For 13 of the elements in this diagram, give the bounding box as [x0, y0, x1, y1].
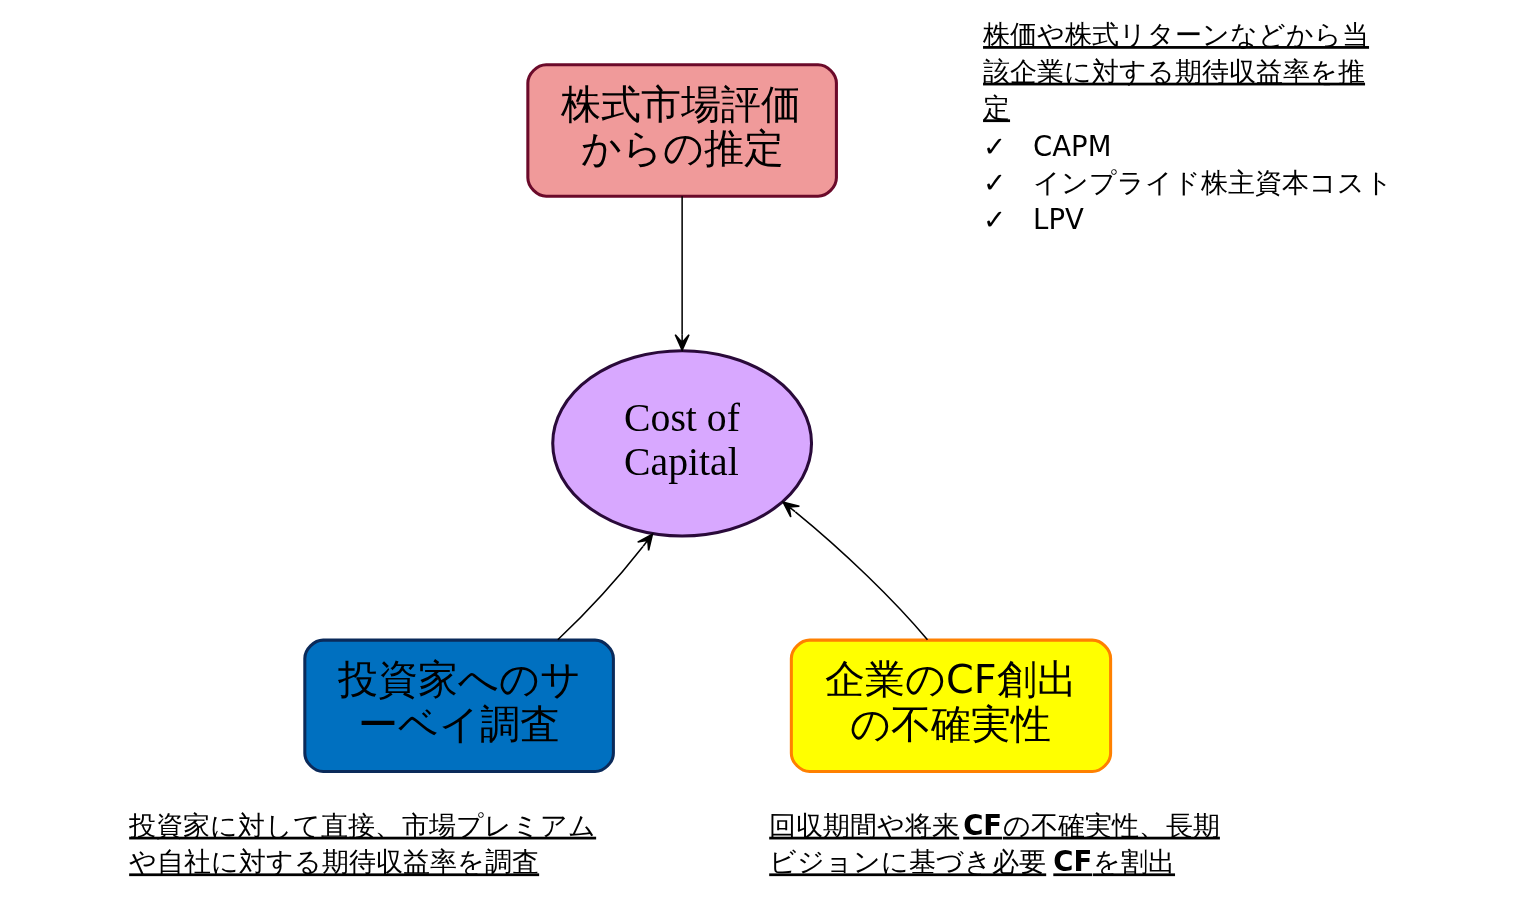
- node-box: 投資家へのサーベイ調査: [302, 638, 615, 773]
- node-label: 投資家に対して直接、市場プレミアムや自社に対する期待収益率を調査: [128, 808, 596, 878]
- node-label: 株価や株式リターンなどから当該企業に対する期待収益率を推定: [982, 18, 1369, 124]
- arrow: [781, 501, 928, 641]
- node-label: ✓ LPV: [982, 202, 1084, 235]
- node-box: 株式市場評価からの推定: [525, 63, 838, 198]
- arrow: [556, 533, 653, 641]
- node-box: 企業のCF創出の不確実性: [789, 638, 1112, 773]
- arrow: [674, 195, 690, 351]
- node-ellipse: Cost of Capital: [550, 349, 813, 538]
- node-label: ✓ CAPM: [982, 129, 1111, 162]
- node-label: 回収期間や将来CFの不確実性、長期ビジョンに基づき必要CFを割出: [768, 808, 1220, 878]
- node-label: ✓ インプライド株主資本コスト: [982, 166, 1393, 199]
